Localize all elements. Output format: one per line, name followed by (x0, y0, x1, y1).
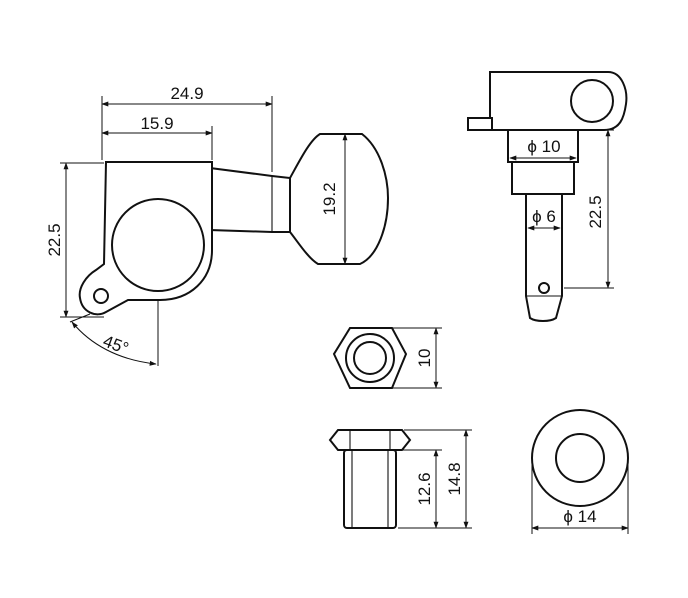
washer-view: ϕ 14 (531, 409, 629, 534)
front-gear-hole (111, 198, 205, 292)
hex-nut-view: 10 (332, 327, 442, 389)
side-post-hole (538, 282, 550, 294)
bushing-view: 12.6 14.8 (328, 429, 472, 529)
dim-side-diameter-top: ϕ 10 (527, 137, 560, 156)
washer-hole (555, 433, 605, 483)
front-button (289, 133, 390, 265)
dim-nut-size: 10 (415, 349, 434, 368)
dim-bushing-height-inner: 12.6 (415, 472, 434, 505)
dim-side-height: 22.5 (586, 195, 605, 228)
hex-nut-inner-hole (353, 341, 387, 375)
dim-washer-diameter: ϕ 14 (563, 507, 596, 526)
bushing-barrel (343, 449, 397, 529)
front-shaft (209, 166, 291, 233)
bushing-flange (328, 429, 412, 451)
side-view: ϕ 10 ϕ 6 22.5 (467, 71, 628, 322)
side-hole (570, 79, 614, 123)
dim-front-width-inner: 15.9 (140, 114, 173, 133)
side-collar (511, 161, 575, 195)
front-tab-hole (93, 288, 109, 304)
dim-bushing-height-total: 14.8 (445, 462, 464, 495)
dim-button-height: 19.2 (320, 182, 339, 215)
dim-side-diameter-shaft: ϕ 6 (532, 207, 556, 226)
dim-front-width-total: 24.9 (170, 84, 203, 103)
front-view: 24.9 15.9 22.5 19.2 45° (45, 84, 390, 366)
dim-front-height: 22.5 (45, 223, 64, 256)
side-tab (467, 117, 493, 131)
dim-angle: 45° (101, 332, 132, 359)
